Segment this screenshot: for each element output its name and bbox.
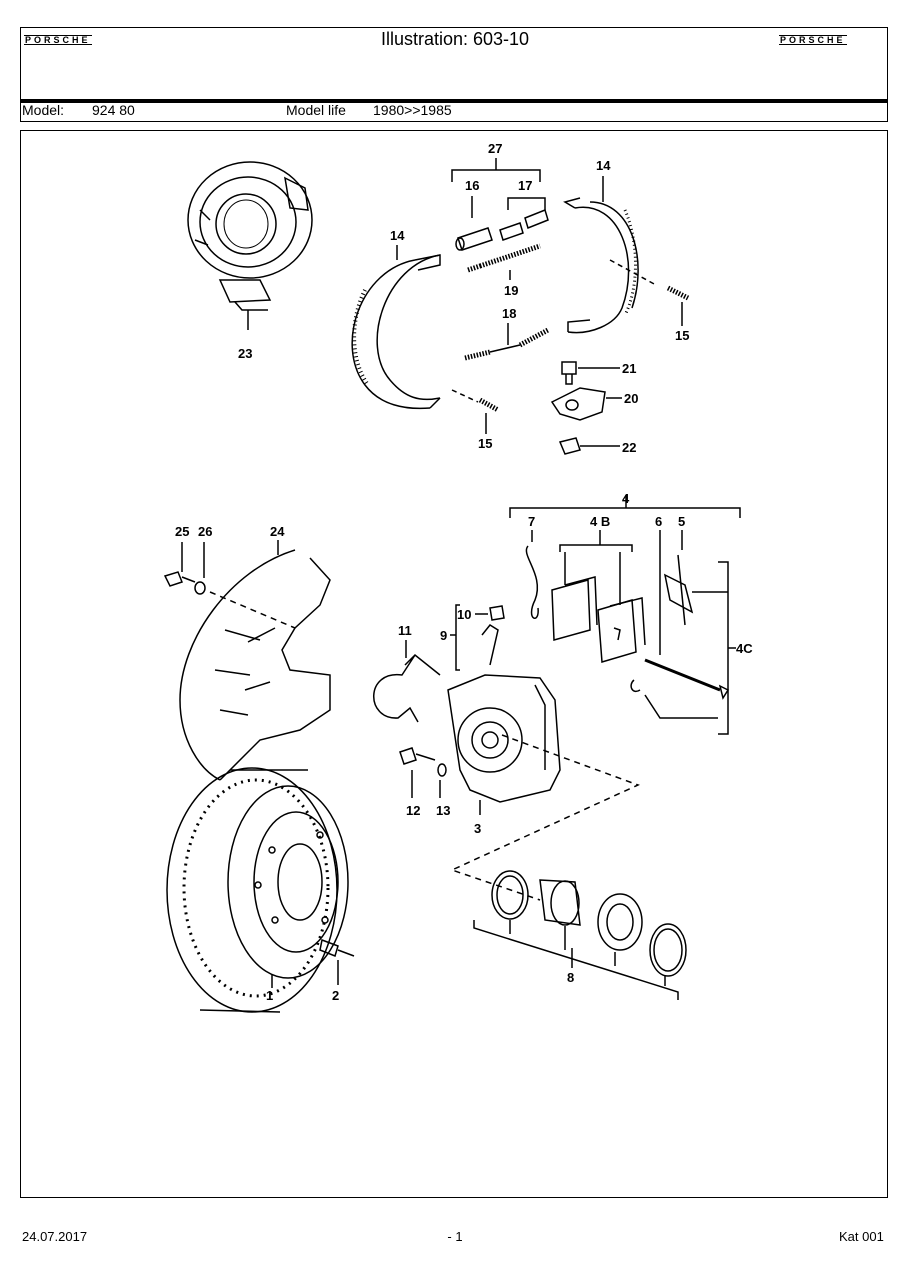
page-title: Illustration: 603-10 — [380, 29, 530, 49]
model-life-value: 1980>>1985 — [373, 102, 452, 118]
callout-4B: 4 B — [590, 514, 610, 529]
callout-11: 11 — [398, 623, 412, 638]
callout-16: 16 — [465, 178, 479, 193]
callout-8: 8 — [567, 970, 574, 985]
bleeder-valve-9 — [481, 624, 499, 666]
model-life-label: Model life — [286, 102, 346, 118]
bleeder-cap-10 — [489, 605, 505, 621]
callout-18: 18 — [502, 306, 516, 321]
callout-27: 27 — [488, 141, 502, 156]
callout-6: 6 — [655, 514, 662, 529]
callout-26: 26 — [198, 524, 212, 539]
clip-7 — [525, 530, 539, 619]
porsche-logo-right: PORSCHE — [779, 35, 847, 45]
splash-shield-part — [179, 549, 331, 781]
callout-19: 19 — [504, 283, 518, 298]
brake-pads-part — [551, 576, 646, 663]
bolt-12 — [399, 747, 436, 765]
brake-shoe-right-part — [563, 197, 639, 334]
model-bar — [20, 100, 888, 122]
callout-20: 20 — [624, 391, 638, 406]
illustration-frame — [20, 130, 888, 1198]
callout-2: 2 — [332, 988, 339, 1003]
model-label: Model: — [22, 102, 65, 118]
callout-15-left: 15 — [478, 436, 492, 451]
callout-10: 10 — [457, 607, 471, 622]
callout-24: 24 — [270, 524, 285, 539]
callout-3: 3 — [474, 821, 481, 836]
footer-catalog: Kat 001 — [839, 1229, 884, 1244]
brake-disc-part — [166, 767, 349, 1013]
model-value: 924 80 — [92, 102, 135, 118]
callout-17: 17 — [518, 178, 532, 193]
callout-22: 22 — [622, 440, 636, 455]
backing-plate-part — [187, 161, 313, 311]
callout-14-left: 14 — [390, 228, 405, 243]
washer-26 — [194, 581, 206, 595]
callout-25: 25 — [175, 524, 189, 539]
callout-23: 23 — [238, 346, 252, 361]
exploded-parts-diagram: 23 14 27 16 17 19 18 15 14 — [163, 141, 753, 1013]
spreader-spring-5 — [663, 554, 694, 626]
spring-19 — [467, 243, 541, 273]
callout-7: 7 — [528, 514, 535, 529]
callout-5: 5 — [678, 514, 685, 529]
footer-page-number: - 1 — [447, 1229, 463, 1244]
brake-shoe-left-part — [351, 254, 441, 410]
callout-13: 13 — [436, 803, 450, 818]
header-box — [20, 27, 888, 100]
callout-4C: 4C — [736, 641, 753, 656]
piston-seal-kit-part — [491, 870, 687, 977]
spring-18 — [464, 327, 550, 361]
callout-14-right: 14 — [596, 158, 611, 173]
callout-1: 1 — [266, 988, 273, 1003]
retaining-pin-6 — [644, 658, 721, 692]
callout-21: 21 — [622, 361, 636, 376]
footer-date: 24.07.2017 — [22, 1229, 88, 1244]
caliper-part — [447, 674, 561, 803]
screw-2 — [319, 938, 355, 958]
spring-clip-11 — [373, 653, 441, 723]
bolt-25 — [163, 571, 196, 587]
callout-9: 9 — [440, 628, 447, 643]
washer-13 — [437, 763, 447, 777]
callout-12: 12 — [406, 803, 420, 818]
adjuster-parts — [550, 361, 606, 455]
wheel-cylinder-part — [455, 208, 549, 251]
porsche-logo-left: PORSCHE — [24, 35, 92, 45]
callout-15-right: 15 — [675, 328, 689, 343]
